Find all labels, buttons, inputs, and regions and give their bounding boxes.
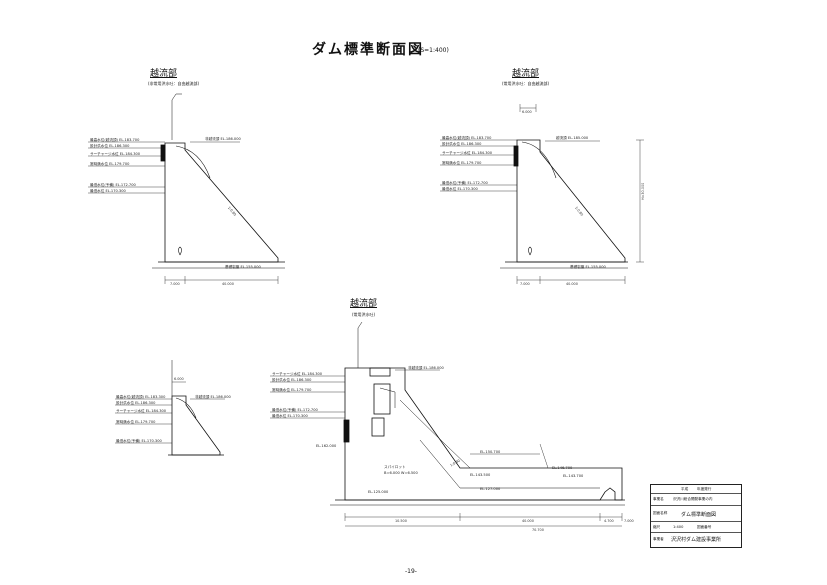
- title-block-year: 年度発行: [697, 487, 712, 491]
- right-base-label: 基礎岩盤 EL.155.000: [570, 265, 606, 269]
- drawing-title: ダム標準断面図: [312, 42, 424, 58]
- left-dim-1: 7.000: [170, 282, 180, 286]
- bottom-dim-2: 40.000: [522, 519, 534, 523]
- bottom-total-dim: 70.700: [532, 528, 544, 532]
- bottom-el-1: EL.162.000: [316, 444, 337, 448]
- bottom-section-heading: 越流部: [350, 299, 378, 309]
- bottom-el-6: EL.127.000: [480, 487, 501, 491]
- title-block-scale-label: 縮尺: [653, 525, 661, 529]
- bottom-size-label: B=6.000 W=6.500: [384, 471, 418, 475]
- bottom-dim-4: 7.000: [624, 519, 634, 523]
- title-block-drawing-label: 図面名称: [653, 511, 668, 515]
- left-crest-label: 非越流頂 EL.186.000: [205, 137, 241, 141]
- right-level-4: 常時満水位 EL.179.700: [442, 161, 482, 165]
- left-level-1: 最高水位(越流頂) EL.183.700: [90, 138, 140, 142]
- right-dim-2: 40.000: [566, 282, 578, 286]
- drawing-scale: (S=1:400): [418, 47, 449, 54]
- right-dam-section: [440, 104, 644, 284]
- small-top-dim: 6.000: [174, 377, 184, 381]
- right-section-heading: 越流部: [512, 69, 540, 79]
- right-level-1: 最高水位(越流頂) EL.183.700: [442, 136, 492, 140]
- right-dim-1: 7.000: [520, 282, 530, 286]
- right-level-6: 最低水位 EL.170.300: [442, 187, 478, 191]
- page-number: -19-: [405, 568, 417, 575]
- title-block-scale: 1:400: [673, 525, 684, 529]
- bottom-level-2: 設計洪水位 EL.186.300: [272, 378, 312, 382]
- right-crest-label: 越流頂 EL.185.000: [556, 136, 589, 140]
- left-level-5: 最低水位(予備) EL.172.700: [90, 183, 136, 187]
- left-section-heading: 越流部: [150, 69, 178, 79]
- bottom-level-5: 最低水位 EL.170.300: [272, 414, 308, 418]
- title-block-owner: 沢沢村ダム建設事業所: [671, 537, 722, 543]
- right-level-3: サーチャージ水位 EL.184.300: [442, 151, 493, 155]
- right-level-2: 設計洪水位 EL.186.300: [442, 142, 482, 146]
- bottom-el-3: EL.143.500: [470, 473, 491, 477]
- bottom-level-1: サーチャージ水位 EL.184.300: [272, 372, 323, 376]
- bottom-level-3: 常時満水位 EL.179.700: [272, 388, 312, 392]
- left-dim-2: 40.000: [222, 282, 234, 286]
- left-section-subheading: (非常用洪水吐：自由越流部): [148, 81, 200, 86]
- small-level-3: サーチャージ水位 EL.184.300: [116, 409, 167, 413]
- title-block-owner-label: 事業者: [653, 537, 664, 541]
- small-crest-label: 非越流頂 EL.186.000: [195, 395, 231, 399]
- small-level-1: 最高水位(越流頂) EL.183.300: [116, 395, 166, 399]
- small-dam-section: [115, 360, 225, 456]
- right-level-5: 最低水位(予備) EL.172.700: [442, 181, 488, 185]
- small-level-4: 常時満水位 EL.179.700: [116, 420, 156, 424]
- left-base-label: 基礎岩盤 EL.155.000: [225, 265, 261, 269]
- left-level-2: 設計洪水位 EL.186.300: [90, 144, 130, 148]
- bottom-crest-label: 非越流頂 EL.186.000: [408, 366, 444, 370]
- right-height-label: H=30.000: [641, 182, 645, 200]
- left-level-3: サーチャージ水位 EL.184.300: [90, 152, 141, 156]
- right-top-dim: 6.000: [522, 110, 532, 114]
- small-level-5: 最低水位(予備) EL.170.300: [116, 439, 162, 443]
- title-block-drawing-name: ダム標準断面図: [681, 512, 717, 518]
- bottom-el-4: EL.143.700: [563, 474, 584, 478]
- bottom-spillway-label: スパイロット: [384, 465, 406, 469]
- bottom-level-4: 最低水位(予備) EL.172.700: [272, 408, 318, 412]
- right-section-subheading: (常用洪水吐：自由越流部): [502, 81, 550, 86]
- title-block-project: 沢沢川総合開発事業の内: [673, 497, 713, 501]
- small-level-2: 設計洪水位 EL.186.300: [116, 401, 156, 405]
- left-dam-section: [88, 93, 285, 284]
- title-block-sheet-label: 図面番号: [697, 525, 712, 529]
- bottom-el-5: EL.146.700: [552, 466, 573, 470]
- title-block: 平成 年度発行 事業名 沢沢川総合開発事業の内 図面名称 ダム標準断面図 縮尺 …: [650, 484, 742, 548]
- bottom-dim-3: 4.700: [604, 519, 614, 523]
- bottom-el-2: EL.150.700: [480, 450, 501, 454]
- bottom-section-subheading: (常用洪水吐): [352, 312, 376, 317]
- bottom-dam-section: [270, 321, 625, 527]
- bottom-el-7: EL.125.000: [368, 490, 389, 494]
- left-level-4: 常時満水位 EL.179.700: [90, 162, 130, 166]
- title-block-project-label: 事業名: [653, 497, 664, 501]
- bottom-dim-1: 10.500: [395, 519, 407, 523]
- left-level-6: 最低水位 EL.170.300: [90, 189, 126, 193]
- title-block-era: 平成: [681, 487, 689, 491]
